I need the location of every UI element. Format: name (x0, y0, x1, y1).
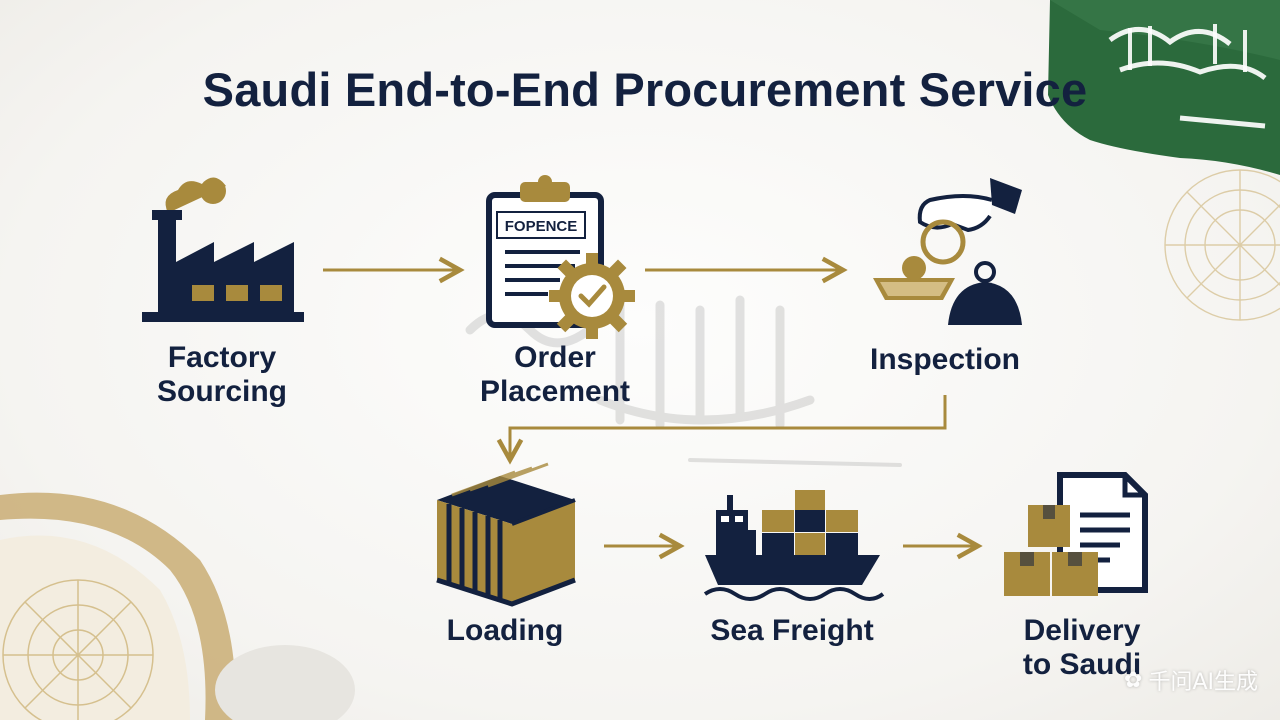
step-label-inspection: Inspection (869, 343, 1020, 376)
rosette-ornament-left (2, 579, 154, 720)
ai-generated-watermark: ✿ 千问AI生成 (1124, 667, 1258, 696)
container-icon (436, 462, 576, 607)
step-label-loading: Loading (446, 614, 564, 647)
page-title: Saudi End-to-End Procurement Service (202, 63, 1088, 116)
gear-checkmark-icon (549, 253, 635, 339)
saudi-flag (1048, 0, 1280, 175)
delivery-boxes-document-icon (1004, 472, 1148, 596)
clipboard-document-text: FOPENCE (505, 218, 578, 235)
arrow-inspection-to-loading (510, 395, 947, 460)
step-label-sea-freight: Sea Freight (710, 614, 874, 647)
step-label-delivery-to-saudi: Delivery to Saudi (1022, 614, 1142, 681)
inspection-icon (873, 178, 1022, 325)
step-label-order-placement: Order Placement (479, 341, 631, 408)
step-label-factory-sourcing: Factory Sourcing (156, 341, 287, 408)
watermark-logo-icon: ✿ (1124, 667, 1143, 693)
factory-icon (142, 177, 304, 322)
calligraphy-watermark (465, 295, 902, 467)
rosette-ornament (1164, 169, 1280, 321)
cargo-ship-icon (703, 490, 885, 601)
ribbon-ornament (0, 492, 355, 720)
